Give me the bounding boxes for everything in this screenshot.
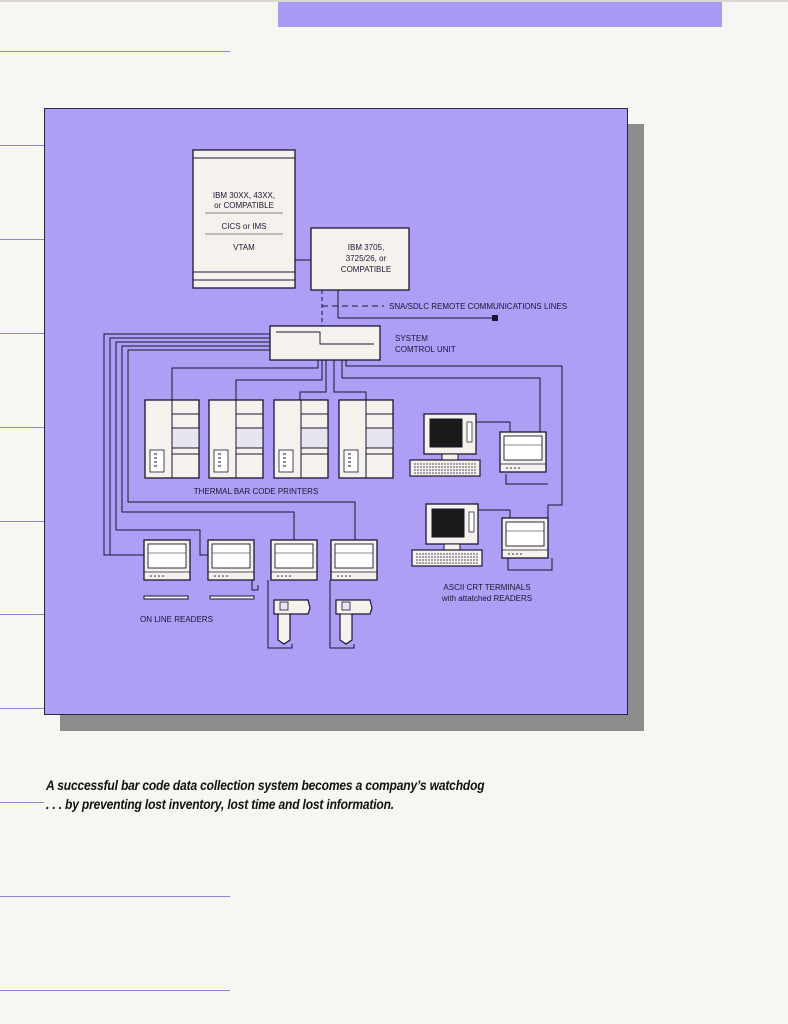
- caption-line2: . . . by preventing lost inventory, lost…: [46, 796, 394, 812]
- mainframe-line1: IBM 30XX, 43XX,: [213, 191, 275, 200]
- printer-3: [273, 399, 329, 479]
- fep-line3: COMPATIBLE: [341, 265, 391, 274]
- margin-rule: [0, 708, 44, 709]
- margin-rule: [0, 333, 44, 334]
- online-reader-1: [143, 539, 191, 600]
- mainframe-line2: or COMPATIBLE: [214, 201, 274, 210]
- margin-rule: [0, 614, 44, 615]
- mainframe-box: IBM 30XX, 43XX, or COMPATIBLE CICS or IM…: [192, 149, 296, 289]
- online-reader-4: [329, 539, 378, 649]
- remote-lines-label: SNA/SDLC REMOTE COMMUNICATIONS LINES: [389, 302, 567, 311]
- printer-4: [338, 399, 394, 479]
- printer-2: [208, 399, 264, 479]
- margin-rule: [0, 802, 44, 803]
- mainframe-line4: VTAM: [233, 243, 255, 252]
- margin-rule: [0, 239, 44, 240]
- front-end-processor-box: IBM 3705, 3725/26, or COMPATIBLE: [310, 227, 410, 291]
- remote-communications-lines: SNA/SDLC REMOTE COMMUNICATIONS LINES: [321, 290, 567, 330]
- mainframe-line3: CICS or IMS: [222, 222, 267, 231]
- margin-rule: [0, 990, 230, 991]
- caption: A successful bar code data collection sy…: [46, 776, 493, 814]
- margin-rule: [0, 145, 44, 146]
- crt-reader-1: [499, 431, 548, 485]
- printer-1: [144, 399, 200, 479]
- readers-label: ON LINE READERS: [140, 615, 213, 624]
- terminals-label-line2: with attatched READERS: [441, 594, 532, 603]
- margin-rule: [0, 51, 230, 52]
- online-reader-3: [267, 539, 318, 649]
- margin-rule: [0, 521, 44, 522]
- crt-terminal-2: [411, 503, 483, 567]
- control-unit-line1: SYSTEM: [395, 334, 428, 343]
- wiring: [103, 333, 563, 591]
- online-reader-2: [207, 539, 255, 600]
- printers-label: THERMAL BAR CODE PRINTERS: [194, 487, 319, 496]
- header-accent-bar: [278, 2, 722, 27]
- margin-rule: [0, 896, 230, 897]
- terminals-label-line1: ASCII CRT TERMINALS: [443, 583, 530, 592]
- fep-line2: 3725/26, or: [346, 254, 387, 263]
- control-unit-line2: COMTROL UNIT: [395, 345, 456, 354]
- control-unit-box: SYSTEM COMTROL UNIT: [269, 325, 456, 361]
- crt-terminal-1: [409, 413, 481, 477]
- page-top-edge: [0, 0, 788, 2]
- margin-rule: [0, 427, 44, 428]
- caption-line1: A successful bar code data collection sy…: [46, 777, 485, 793]
- fep-line1: IBM 3705,: [348, 243, 384, 252]
- crt-reader-2: [501, 517, 553, 571]
